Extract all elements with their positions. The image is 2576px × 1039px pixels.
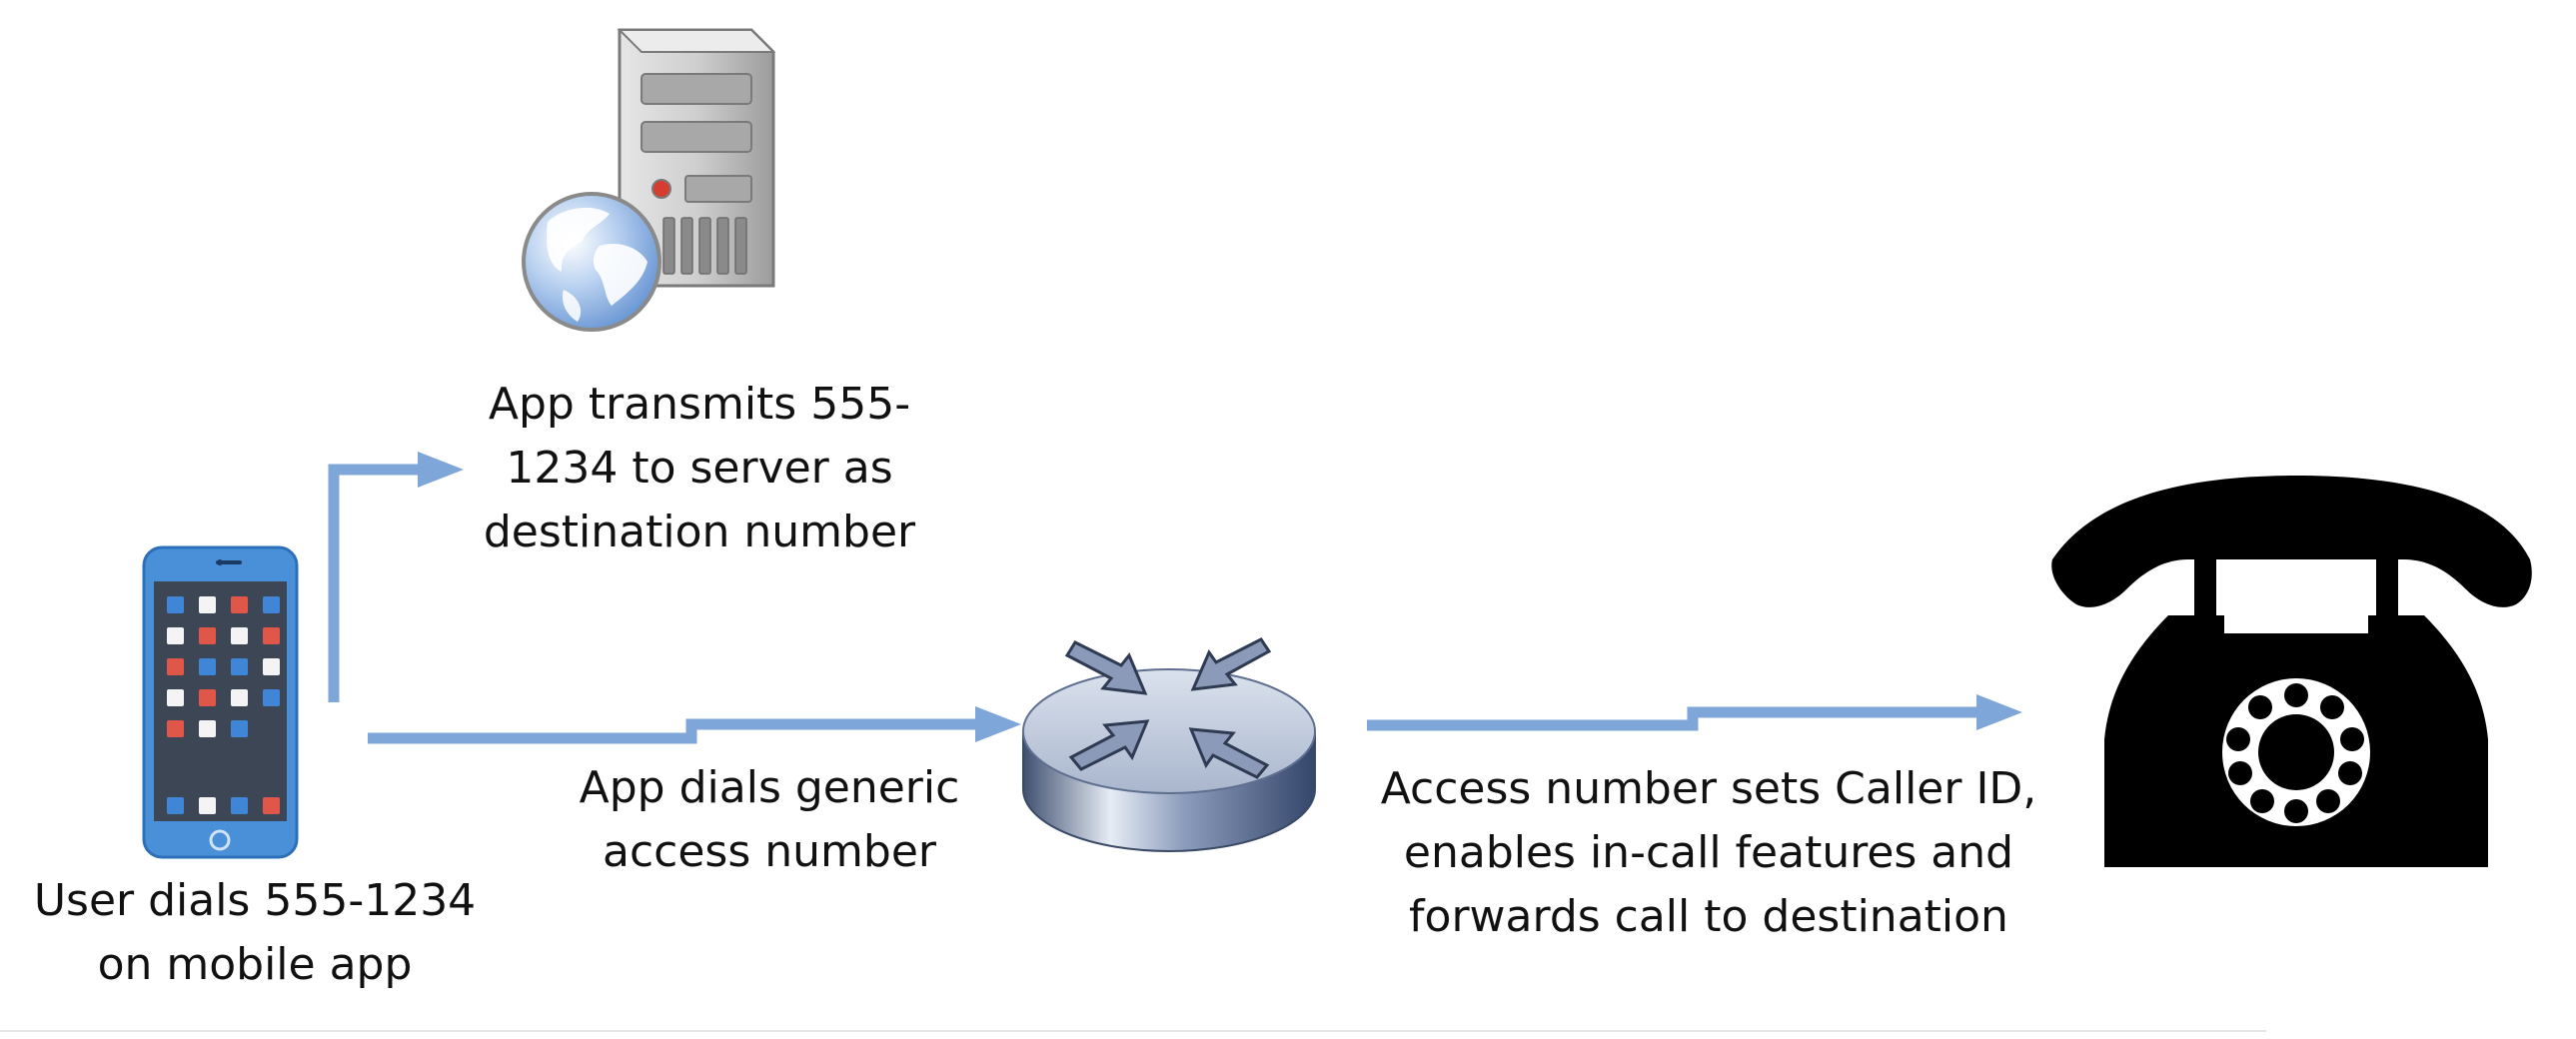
router-icon [1022,637,1316,852]
router-caption: App dials generic access number [540,756,999,884]
phone-caption: User dials 555-1234 on mobile app [10,869,500,997]
telephone-caption-line-1: Access number sets Caller ID, [1380,763,2037,814]
telephone-caption-line-2: enables in-call features and [1403,827,2014,878]
globe-icon [522,192,661,332]
phone-caption-line-1: User dials 555-1234 [33,875,477,926]
router-caption-line-1: App dials generic [579,762,960,813]
server-caption-line-2: 1234 to server as [506,443,893,494]
arrow-router-to-telephone [1367,694,2022,731]
smartphone-icon [142,545,299,859]
server-caption-line-1: App transmits 555- [488,379,911,430]
router-caption-line-2: access number [603,826,936,877]
server-caption-line-3: destination number [483,507,916,557]
arrow-phone-to-server [328,452,464,702]
phone-caption-line-2: on mobile app [97,939,413,990]
web-server-icon [522,28,776,332]
bottom-divider [0,1030,2266,1032]
arrow-phone-to-router [368,706,1021,744]
server-caption: App transmits 555- 1234 to server as des… [440,373,959,564]
telephone-caption-line-3: forwards call to destination [1409,891,2008,942]
telephone-caption: Access number sets Caller ID, enables in… [1359,757,2058,949]
rotary-telephone-icon [2051,476,2532,867]
